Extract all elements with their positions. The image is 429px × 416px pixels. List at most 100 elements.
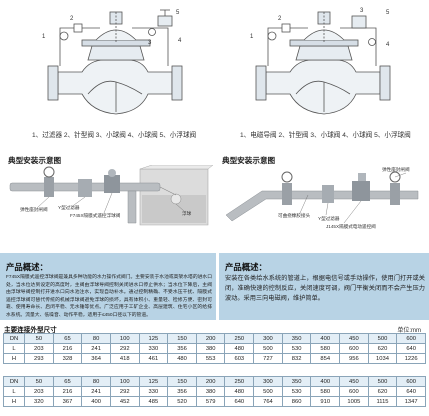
table-cell: 200	[195, 376, 226, 387]
table-cell: 450	[339, 333, 369, 344]
callout-float-valve: F745X隔膜式遥控浮球阀	[70, 212, 121, 219]
parts-list-right: 1、电磁导阀 2、针型阀 3、小球阀 4、小球阀 5、小浮球阀	[240, 132, 411, 139]
table-cell: 640	[396, 343, 426, 354]
svg-text:4: 4	[178, 38, 182, 44]
table-cell: 600	[339, 343, 369, 354]
table-row: DN 50 65 80 100 125 150 200 250 300 350 …	[3, 376, 426, 387]
table-cell: 530	[281, 343, 312, 354]
table-cell: 367	[52, 396, 83, 407]
table-cell: 203	[24, 343, 54, 354]
callout-gate-valve-left: 弹性座封闸阀	[20, 206, 48, 213]
table-cell: 300	[253, 376, 283, 387]
table-cell: 100	[109, 333, 140, 344]
table-cell: 727	[253, 353, 283, 364]
table-cell: 125	[138, 376, 169, 387]
table-cell: 293	[24, 353, 54, 364]
table-cell: 380	[195, 343, 226, 354]
table-cell: 150	[167, 376, 197, 387]
table-cell: 956	[339, 353, 369, 364]
table-cell: 400	[310, 376, 341, 387]
callout-float: 浮球	[182, 210, 192, 216]
table-cell: 65	[52, 333, 83, 344]
table-cell: 364	[81, 353, 111, 364]
table-cell: 500	[367, 333, 398, 344]
table-cell: 553	[195, 353, 226, 364]
table-cell: 241	[81, 343, 111, 354]
table-cell: 203	[24, 386, 54, 397]
table-row: L 203 216 241 292 330 356 380 480 500 53…	[3, 343, 426, 354]
dimension-table-2: DN 50 65 80 100 125 150 200 250 300 350 …	[3, 376, 426, 407]
table-row: H 320 367 400 452 485 520 579 640 764 86…	[3, 396, 426, 407]
table-cell: 320	[24, 396, 54, 407]
callout-y-strainer-left: Y型过滤器	[58, 204, 80, 211]
callout-electric-valve: J145X隔膜式电动遥控阀	[326, 223, 376, 230]
table-cell: 350	[281, 333, 312, 344]
table-cell: 400	[310, 333, 341, 344]
row-header: DN	[3, 376, 25, 387]
svg-text:3: 3	[360, 8, 364, 14]
table-cell: 150	[167, 333, 197, 344]
table-row: L 203 216 241 292 330 356 380 480 500 53…	[3, 386, 426, 397]
table-cell: 480	[224, 343, 255, 354]
table-cell: 250	[224, 333, 255, 344]
table-cell: 450	[339, 376, 369, 387]
row-header: DN	[3, 333, 25, 344]
svg-text:1: 1	[250, 34, 254, 40]
table-cell: 500	[253, 343, 283, 354]
table-cell: 380	[195, 386, 226, 397]
overview-text-right: 安装在各类给水系统的管道上，根据电信号或手动操作，使用门打开或关闭，准确快速的控…	[225, 275, 425, 302]
table-cell: 1115	[367, 396, 398, 407]
table-cell: 530	[281, 386, 312, 397]
table-cell: 485	[138, 396, 169, 407]
callout-rubber-joint: 可曲挠橡胶接头	[278, 212, 311, 219]
row-header: L	[3, 343, 25, 354]
table-cell: 418	[109, 353, 140, 364]
table-cell: 100	[109, 376, 140, 387]
svg-text:1: 1	[42, 34, 46, 40]
table-cell: 500	[367, 376, 398, 387]
table-cell: 600	[339, 386, 369, 397]
dimension-table-1: DN 50 65 80 100 125 150 200 250 300 350 …	[3, 333, 426, 364]
table-cell: 640	[396, 386, 426, 397]
table-cell: 50	[24, 376, 54, 387]
install-diagram-title-left: 典型安装示意图	[8, 156, 62, 165]
table-cell: 330	[138, 343, 169, 354]
table-row: H 293 328 364 418 461 480 553 603 727 83…	[3, 353, 426, 364]
install-diagram-left: 弹性座封闸阀 Y型过滤器 F745X隔膜式遥控浮球阀 浮球	[8, 165, 213, 233]
table-cell: 250	[224, 376, 255, 387]
table-cell: 1005	[339, 396, 369, 407]
overview-title-left: 产品概述：	[6, 262, 48, 272]
overview-title-right: 产品概述：	[225, 262, 267, 272]
table-cell: 580	[310, 343, 341, 354]
table-cell: 1226	[396, 353, 426, 364]
table-cell: 600	[396, 333, 426, 344]
table-cell: 520	[167, 396, 197, 407]
overview-panel-right: 产品概述： 安装在各类给水系统的管道上，根据电信号或手动操作，使用门打开或关闭，…	[219, 253, 429, 320]
table-cell: 640	[224, 396, 255, 407]
parts-list-left: 1、过滤器 2、针型阀 3、小球阀 4、小球阀 5、小浮球阀	[32, 132, 197, 139]
valve-drawing-left: 1 2 3 4 5	[40, 2, 190, 137]
table-cell: 1347	[396, 396, 426, 407]
table-cell: 764	[253, 396, 283, 407]
table-cell: 330	[138, 386, 169, 397]
table-cell: 910	[310, 396, 341, 407]
table-cell: 620	[367, 343, 398, 354]
install-diagram-right: 弹性座封闸阀 可曲挠橡胶接头 Y型过滤器 J145X隔膜式电动遥控阀	[222, 165, 422, 233]
callout-gate-valve-right: 弹性座封闸阀	[382, 166, 410, 173]
table-cell: 860	[281, 396, 312, 407]
table-cell: 200	[195, 333, 226, 344]
table-cell: 292	[109, 343, 140, 354]
unit-label: 单位:mm	[397, 328, 421, 334]
table-cell: 216	[52, 343, 83, 354]
svg-text:2: 2	[278, 16, 282, 22]
table-cell: 356	[167, 343, 197, 354]
table-cell: 1034	[367, 353, 398, 364]
table-cell: 832	[281, 353, 312, 364]
row-header: L	[3, 386, 25, 397]
table-cell: 580	[310, 386, 341, 397]
table-cell: 500	[253, 386, 283, 397]
svg-text:5: 5	[176, 10, 180, 16]
svg-text:2: 2	[70, 16, 74, 22]
svg-text:3: 3	[148, 40, 152, 46]
